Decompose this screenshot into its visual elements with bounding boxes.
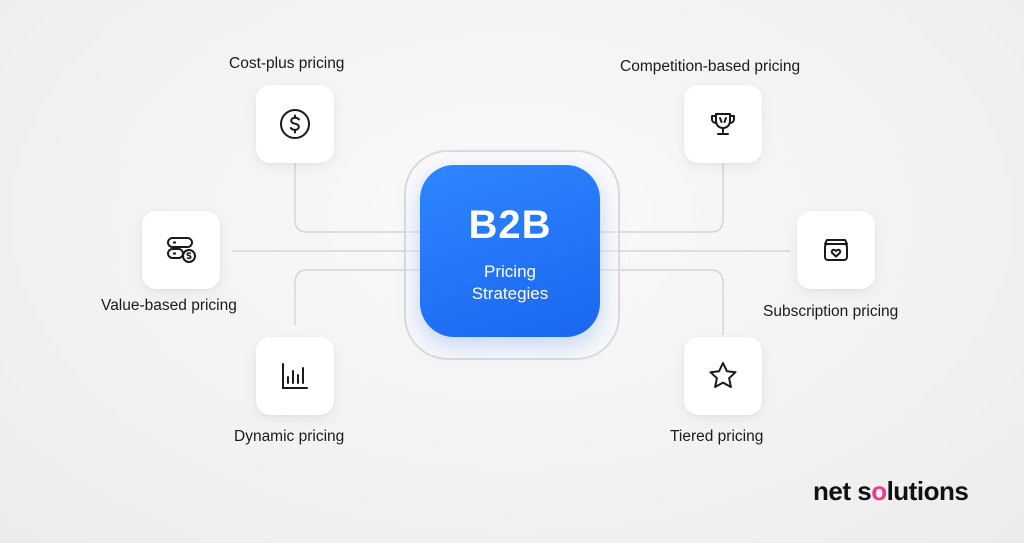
value-based-label: Value-based pricing [101,297,237,314]
dollar-coin-icon [280,109,310,139]
central-hub: B2B Pricing Strategies [420,165,600,337]
dynamic-card [256,337,334,415]
hub-subtitle-line1: Pricing [484,262,536,281]
subscription-label: Subscription pricing [763,303,899,320]
net-solutions-logo: net solutions [813,476,969,506]
trophy-icon [711,113,735,135]
server-dollar-icon [167,237,196,263]
value-based-card [142,211,220,289]
competition-based-card [684,85,762,163]
box-heart-icon [824,239,848,261]
star-icon [709,362,737,388]
competition-based-label: Competition-based pricing [620,58,801,75]
tiered-label: Tiered pricing [670,428,764,445]
hub-subtitle: Pricing Strategies [420,261,600,305]
hub-title: B2B [468,203,552,247]
cost-plus-label: Cost-plus pricing [229,55,345,72]
bar-chart-icon [282,363,308,389]
tiered-card [684,337,762,415]
cost-plus-card [256,85,334,163]
hub-subtitle-line2: Strategies [471,284,549,303]
subscription-card [797,211,875,289]
dynamic-label: Dynamic pricing [234,428,345,445]
